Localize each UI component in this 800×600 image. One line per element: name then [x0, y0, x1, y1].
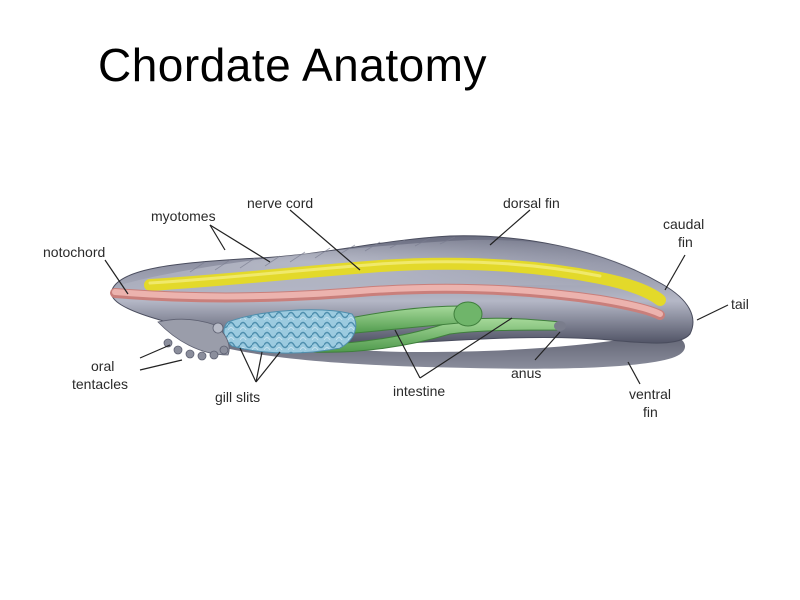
- page-title: Chordate Anatomy: [98, 39, 488, 91]
- leader-lines: [104, 209, 729, 385]
- labels: myotomes nerve cord dorsal fin caudal fi…: [43, 195, 749, 420]
- label-ventral-fin-1: ventral: [629, 386, 671, 402]
- label-nerve-cord: nerve cord: [247, 195, 313, 211]
- label-intestine: intestine: [393, 383, 445, 399]
- label-notochord: notochord: [43, 244, 105, 260]
- label-oral-1: oral: [91, 358, 114, 374]
- label-anus: anus: [511, 365, 541, 381]
- nerve-cord-shape: [144, 257, 666, 306]
- label-ventral-fin-2: fin: [643, 404, 658, 420]
- myotome-lines: [189, 236, 456, 273]
- oral-tentacles-shape: [157, 318, 230, 361]
- label-caudal-fin-2: fin: [678, 234, 693, 250]
- label-oral-2: tentacles: [72, 376, 128, 392]
- label-caudal-fin-1: caudal: [663, 216, 704, 232]
- label-gill-slits: gill slits: [215, 389, 260, 405]
- label-myotomes: myotomes: [151, 208, 216, 224]
- label-tail: tail: [731, 296, 749, 312]
- label-dorsal-fin: dorsal fin: [503, 195, 560, 211]
